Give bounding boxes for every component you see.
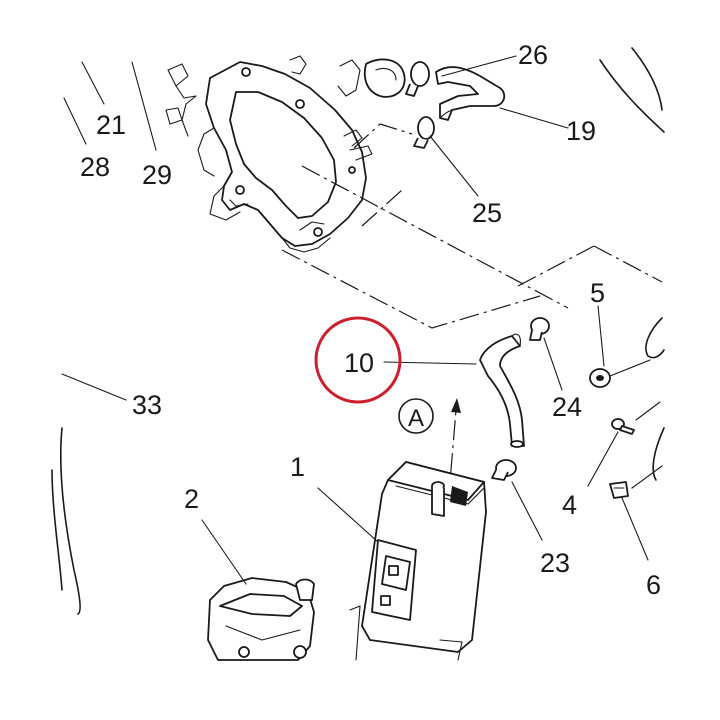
callout-24: 24 [552,392,582,422]
callout-26: 26 [518,40,548,70]
part-2 [207,577,315,661]
clip-24 [529,317,550,341]
view-marker-label: A [408,405,424,432]
callout-25: 25 [472,198,502,228]
bracket-assembly [165,55,406,253]
hose-assembly-19 [405,61,506,149]
highlight-circle [314,316,402,404]
callout-labels: 21 28 29 26 19 25 5 10 24 33 1 4 2 23 6 [80,40,661,600]
callout-29: 29 [142,160,172,190]
clip-6 [609,481,629,499]
clip-23 [491,459,517,481]
callout-28: 28 [80,152,110,182]
callout-1: 1 [290,452,305,482]
left-edge-outline [51,427,81,615]
hose-10 [479,333,525,448]
callout-2: 2 [184,484,199,514]
callout-19: 19 [566,116,596,146]
callout-21: 21 [96,110,126,140]
callout-4: 4 [562,490,577,520]
callout-33: 33 [132,390,162,420]
connection-lines [281,123,663,507]
callout-10: 10 [344,348,374,378]
callout-6: 6 [646,570,661,600]
callout-23: 23 [540,548,570,578]
right-edge-outline [599,47,665,481]
bolt-4 [611,418,635,435]
view-marker-a: A [398,398,434,434]
callout-5: 5 [590,278,605,308]
canister-1 [349,461,487,661]
grommet-5 [589,368,611,388]
